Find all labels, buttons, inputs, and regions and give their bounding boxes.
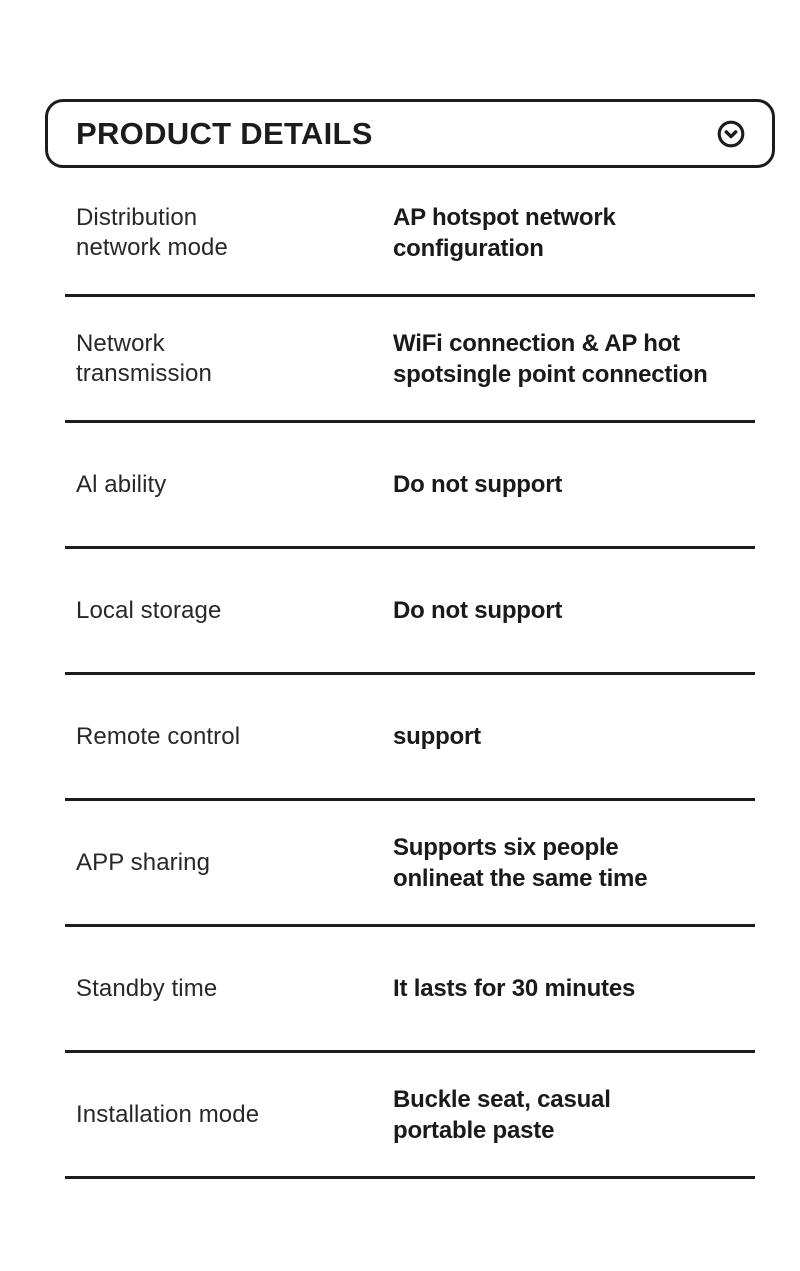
spec-value: It lasts for 30 minutes <box>393 975 636 1002</box>
spec-label: Al ability <box>76 470 167 498</box>
spec-label: Standby time <box>76 974 218 1002</box>
spec-row-app-sharing: APP sharing Supports six people onlineat… <box>65 801 755 927</box>
spec-row-installation-mode: Installation mode Buckle seat, casual po… <box>65 1053 755 1179</box>
spec-label: Network transmission <box>76 329 212 387</box>
spec-label: Installation mode <box>76 1100 260 1128</box>
spec-row-remote-control: Remote control support <box>65 675 755 801</box>
product-details-header[interactable]: PRODUCT DETAILS <box>45 99 775 168</box>
spec-value: Supports six people onlineat the same ti… <box>393 833 648 892</box>
spec-value: support <box>393 723 481 750</box>
spec-label: Distribution network mode <box>76 203 228 261</box>
spec-row-ai-ability: Al ability Do not support <box>65 423 755 549</box>
page-title: PRODUCT DETAILS <box>76 115 373 151</box>
spec-value: Buckle seat, casual portable paste <box>393 1085 611 1144</box>
spec-value: WiFi connection & AP hot spotsingle poin… <box>393 329 708 388</box>
spec-row-standby-time: Standby time It lasts for 30 minutes <box>65 927 755 1053</box>
spec-row-network-transmission: Network transmission WiFi connection & A… <box>65 297 755 423</box>
spec-row-distribution-network-mode: Distribution network mode AP hotspot net… <box>65 171 755 297</box>
spec-label: Local storage <box>76 596 222 624</box>
spec-label: APP sharing <box>76 848 211 876</box>
spec-value: AP hotspot network configuration <box>393 203 616 262</box>
chevron-down-circle-icon[interactable] <box>716 119 746 149</box>
spec-table: Distribution network mode AP hotspot net… <box>65 171 755 1179</box>
spec-value: Do not support <box>393 597 563 624</box>
spec-value: Do not support <box>393 471 563 498</box>
spec-row-local-storage: Local storage Do not support <box>65 549 755 675</box>
spec-label: Remote control <box>76 722 241 750</box>
